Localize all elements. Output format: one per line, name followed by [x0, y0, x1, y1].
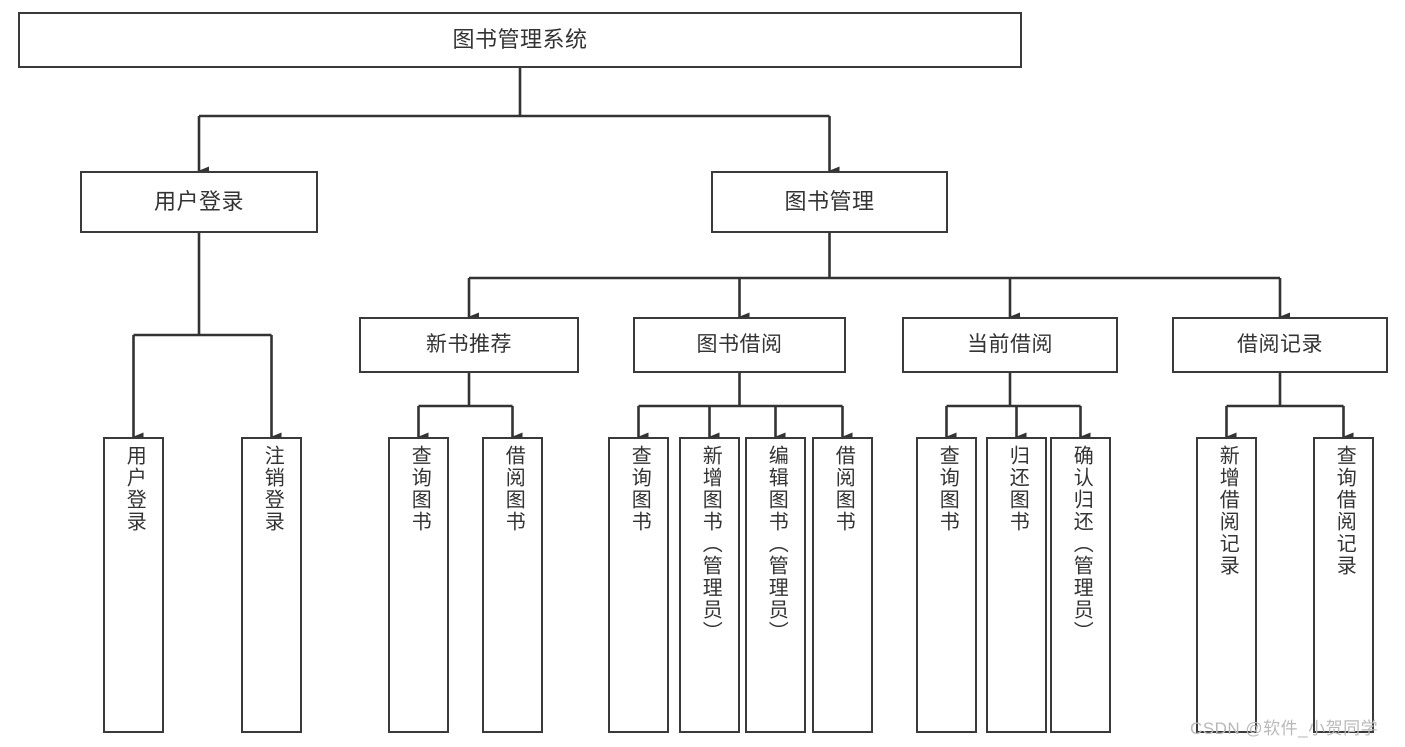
node-label: 借阅图书	[832, 445, 855, 533]
node-leaf-user-login[interactable]: 用户登录	[103, 437, 164, 733]
node-leaf-logout[interactable]: 注销登录	[241, 437, 302, 733]
node-label: 借阅记录	[1237, 332, 1323, 356]
node-leaf-edit-book[interactable]: 编辑图书（管理员）	[745, 437, 806, 733]
node-newbook[interactable]: 新书推荐	[359, 317, 579, 373]
node-leaf-query-book-new[interactable]: 查询图书	[388, 437, 449, 733]
node-label: 图书管理系统	[452, 27, 588, 53]
node-leaf-query-book-borrow[interactable]: 查询图书	[608, 437, 669, 733]
node-label: 当前借阅	[967, 332, 1053, 356]
node-leaf-borrow-book[interactable]: 借阅图书	[812, 437, 873, 733]
node-label: 注销登录	[261, 445, 284, 533]
node-label: 查询图书	[628, 445, 651, 533]
node-bookmgmt[interactable]: 图书管理	[711, 171, 948, 233]
node-label: 查询图书	[408, 445, 431, 533]
node-label: 确认归还（管理员）	[1070, 445, 1093, 643]
node-label: 归还图书	[1006, 445, 1029, 533]
node-leaf-query-record[interactable]: 查询借阅记录	[1313, 437, 1374, 733]
node-label: 查询借阅记录	[1333, 445, 1356, 577]
node-borrow[interactable]: 图书借阅	[633, 317, 846, 373]
node-leaf-query-book-current[interactable]: 查询图书	[916, 437, 977, 733]
node-label: 借阅图书	[502, 445, 525, 533]
node-label: 新书推荐	[426, 332, 512, 356]
node-label: 图书管理	[784, 189, 875, 215]
node-current[interactable]: 当前借阅	[902, 317, 1118, 373]
node-leaf-return-book[interactable]: 归还图书	[986, 437, 1047, 733]
node-leaf-borrow-book-new[interactable]: 借阅图书	[482, 437, 543, 733]
node-label: 用户登录	[153, 189, 244, 215]
node-label: 新增借阅记录	[1216, 445, 1239, 577]
node-leaf-add-book[interactable]: 新增图书（管理员）	[679, 437, 740, 733]
node-label: 图书借阅	[696, 332, 783, 356]
node-label: 新增图书（管理员）	[699, 445, 722, 643]
node-label: 用户登录	[123, 445, 146, 533]
node-records[interactable]: 借阅记录	[1172, 317, 1388, 373]
node-leaf-confirm-return[interactable]: 确认归还（管理员）	[1050, 437, 1111, 733]
node-label: 编辑图书（管理员）	[765, 445, 788, 643]
node-leaf-add-record[interactable]: 新增借阅记录	[1196, 437, 1257, 733]
node-login[interactable]: 用户登录	[80, 171, 318, 233]
node-label: 查询图书	[936, 445, 959, 533]
node-root[interactable]: 图书管理系统	[18, 12, 1022, 68]
